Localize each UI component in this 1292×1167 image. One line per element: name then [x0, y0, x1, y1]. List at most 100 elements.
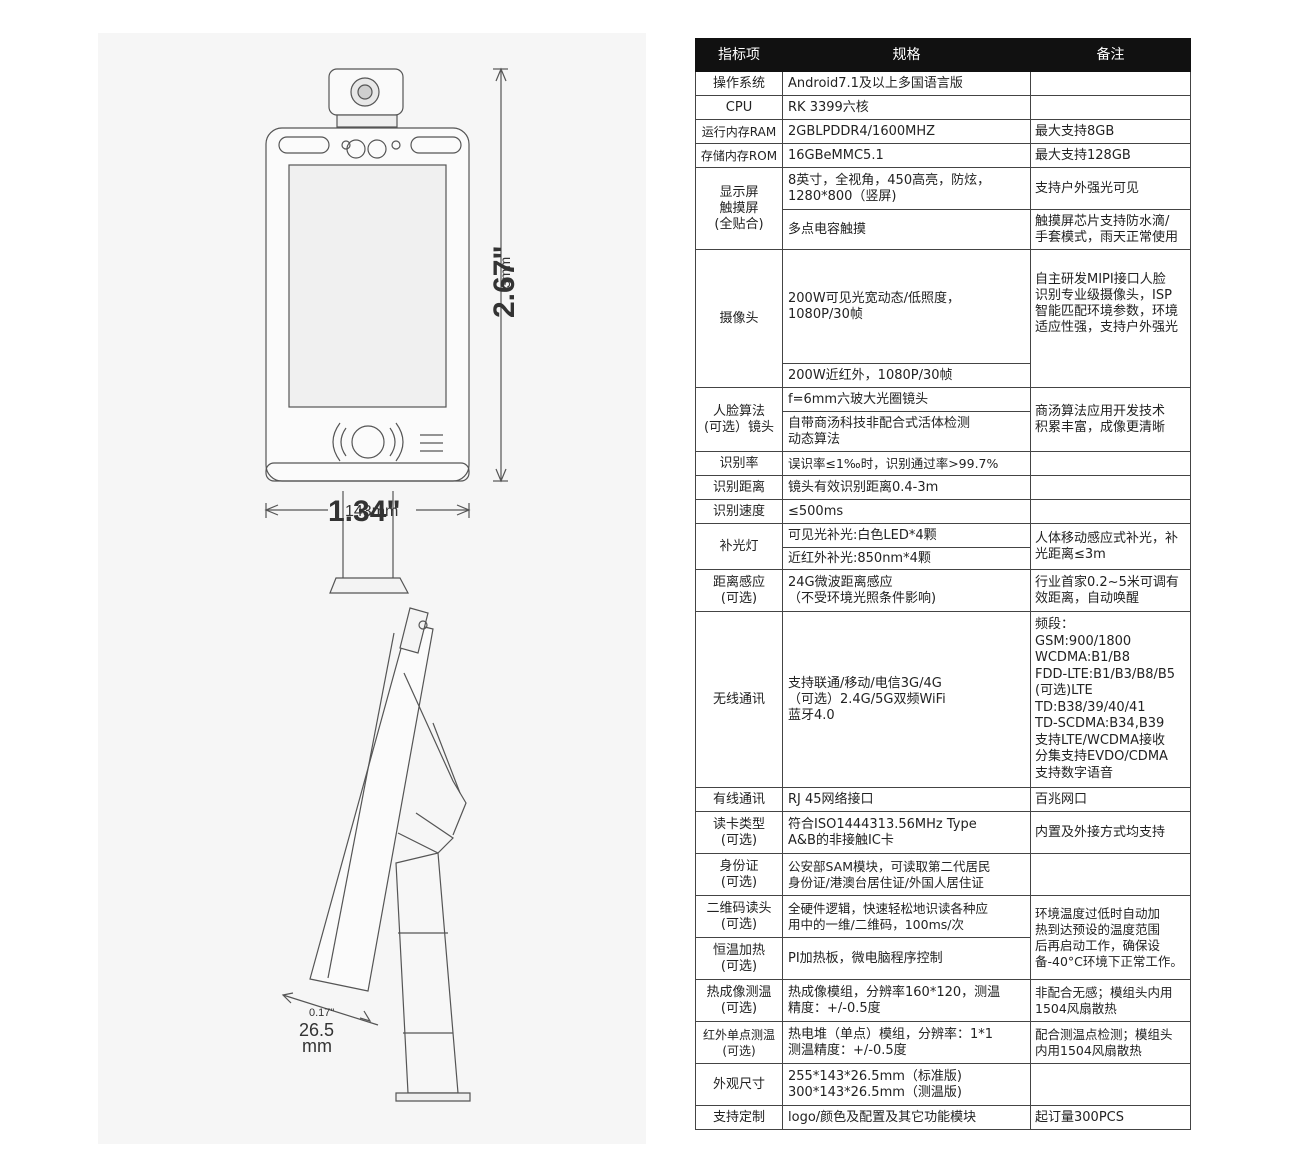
row-spec: 16GBeMMC5.1 [782, 143, 1031, 168]
row-key: 识别速度 [695, 499, 783, 524]
row-spec: 自带商汤科技非配合式活体检测 动态算法 [782, 411, 1031, 452]
table-row: 身份证 (可选) 公安部SAM模块，可读取第二代居民 身份证/港澳台居住证/外国… [695, 853, 1191, 896]
nfc-icon [351, 425, 385, 459]
row-spec: 255*143*26.5mm（标准版) 300*143*26.5mm（测温版) [782, 1063, 1031, 1106]
row-spec: 8英寸，全视角，450高亮，防炫， 1280*800（竖屏) [782, 167, 1031, 210]
height-inch-label: 2.67" [488, 245, 521, 318]
row-spec: 支持联通/移动/电信3G/4G （可选）2.4G/5G双频WiFi 蓝牙4.0 [782, 611, 1031, 788]
width-inch-label: 1.34" [328, 495, 401, 528]
row-key: 识别率 [695, 451, 783, 476]
row-note: 人体移动感应式补光，补 光距离≤3m [1030, 523, 1191, 570]
row-spec: 可见光补光:白色LED*4颗 [782, 523, 1031, 548]
row-key: 恒温加热 (可选) [695, 937, 783, 980]
row-key: 显示屏 触摸屏 (全贴合) [695, 167, 783, 250]
row-key: 身份证 (可选) [695, 853, 783, 896]
spec-table: 指标项 规格 备注 操作系统 Android7.1及以上多国语言版 CPU RK… [695, 38, 1191, 1130]
row-note: 自主研发MIPI接口人脸 识别专业级摄像头，ISP 智能匹配环境参数，环境 适应… [1030, 249, 1191, 388]
row-key: 距离感应 (可选) [695, 569, 783, 612]
row-key: 无线通讯 [695, 611, 783, 788]
header-key: 指标项 [695, 38, 783, 72]
row-note [1030, 71, 1191, 96]
table-row: 热成像测温 (可选) 热成像模组，分辨率160*120，测温 精度：+/-0.5… [695, 979, 1191, 1022]
row-spec: 公安部SAM模块，可读取第二代居民 身份证/港澳台居住证/外国人居住证 [782, 853, 1031, 896]
table-row: 识别速度 ≤500ms [695, 499, 1191, 524]
table-row: 恒温加热 (可选) PI加热板，微电脑程序控制 [695, 937, 1191, 980]
row-spec: 热电堆（单点）模组，分辨率：1*1 测温精度：+/-0.5度 [782, 1021, 1031, 1064]
device-screen [288, 164, 447, 408]
row-key: 热成像测温 (可选) [695, 979, 783, 1022]
row-note: 频段： GSM:900/1800 WCDMA:B1/B8 FDD-LTE:B1/… [1030, 611, 1191, 788]
row-spec: 镜头有效识别距离0.4-3m [782, 475, 1031, 500]
row-spec: Android7.1及以上多国语言版 [782, 71, 1031, 96]
height-mm-label: 3mm [497, 257, 513, 288]
table-row: 人脸算法 (可选）镜头 f=6mm六玻大光圈镜头 商汤算法应用开发技术 积累丰富… [695, 387, 1191, 452]
row-spec: 近红外补光:850nm*4颗 [782, 547, 1031, 570]
row-note [1030, 1063, 1191, 1106]
row-key: 识别距离 [695, 475, 783, 500]
row-note: 最大支持8GB [1030, 119, 1191, 144]
row-spec: logo/颜色及配置及其它功能模块 [782, 1105, 1031, 1130]
technical-drawing: 3mm 2.67" 143mm 1.34" 0.17" 26.5 mm [98, 33, 646, 1144]
row-spec: 200W可见光宽动态/低照度， 1080P/30帧 [782, 249, 1031, 364]
row-note: 内置及外接方式均支持 [1030, 811, 1191, 854]
row-note [1030, 475, 1191, 500]
row-note: 配合测温点检测；模组头 内用1504风扇散热 [1030, 1021, 1191, 1064]
width-mm-label: 143mm [345, 503, 398, 520]
table-row: 有线通讯 RJ 45网络接口 百兆网口 [695, 787, 1191, 812]
row-key: 补光灯 [695, 523, 783, 570]
row-key: 二维码读头 (可选) [695, 895, 783, 938]
table-header-row: 指标项 规格 备注 [695, 38, 1191, 72]
row-note: 环境温度过低时自动加 热到达预设的温度范围 后再启动工作，确保设 备-40°C环… [1030, 895, 1191, 980]
header-note: 备注 [1030, 38, 1191, 72]
table-row: 补光灯 可见光补光:白色LED*4颗 人体移动感应式补光，补 光距离≤3m [695, 523, 1191, 570]
row-key: 外观尺寸 [695, 1063, 783, 1106]
row-spec: 2GBLPDDR4/1600MHZ [782, 119, 1031, 144]
row-spec: 误识率≤1‰时，识别通过率>99.7% [782, 451, 1031, 476]
row-key: 运行内存RAM [695, 119, 783, 144]
row-note: 行业首家0.2~5米可调有 效距离，自动唤醒 [1030, 569, 1191, 612]
row-spec: 多点电容触摸 [782, 209, 1031, 250]
row-spec: 200W近红外，1080P/30帧 [782, 363, 1031, 388]
row-note [1030, 499, 1191, 524]
row-note [1030, 853, 1191, 896]
table-row: 红外单点测温 (可选) 热电堆（单点）模组，分辨率：1*1 测温精度：+/-0.… [695, 1021, 1191, 1064]
table-row: 显示屏 触摸屏 (全贴合) 8英寸，全视角，450高亮，防炫， 1280*800… [695, 167, 1191, 250]
row-key: 支持定制 [695, 1105, 783, 1130]
row-note: 商汤算法应用开发技术 积累丰富，成像更清晰 [1030, 387, 1191, 452]
row-key: 操作系统 [695, 71, 783, 96]
row-note: 支持户外强光可见 [1030, 167, 1191, 210]
row-note: 起订量300PCS [1030, 1105, 1191, 1130]
table-row: 自带商汤科技非配合式活体检测 动态算法 [696, 411, 1191, 452]
row-key: 有线通讯 [695, 787, 783, 812]
header-spec: 规格 [782, 38, 1031, 72]
row-spec: RJ 45网络接口 [782, 787, 1031, 812]
table-row: 无线通讯 支持联通/移动/电信3G/4G （可选）2.4G/5G双频WiFi 蓝… [695, 611, 1191, 788]
row-spec: RK 3399六核 [782, 95, 1031, 120]
row-spec: 符合ISO1444313.56MHz Type A&B的非接触IC卡 [782, 811, 1031, 854]
table-row: 识别率 误识率≤1‰时，识别通过率>99.7% [695, 451, 1191, 476]
row-spec: 24G微波距离感应 （不受环境光照条件影响) [782, 569, 1031, 612]
row-spec: PI加热板，微电脑程序控制 [782, 937, 1031, 980]
table-row: 存储内存ROM 16GBeMMC5.1 最大支持128GB [695, 143, 1191, 168]
row-note [1030, 95, 1191, 120]
table-row: 距离感应 (可选) 24G微波距离感应 （不受环境光照条件影响) 行业首家0.2… [695, 569, 1191, 612]
table-row: 支持定制 logo/颜色及配置及其它功能模块 起订量300PCS [695, 1105, 1191, 1130]
row-key: 红外单点测温 (可选) [695, 1021, 783, 1064]
row-spec: 热成像模组，分辨率160*120，测温 精度：+/-0.5度 [782, 979, 1031, 1022]
row-note: 百兆网口 [1030, 787, 1191, 812]
thickness-mm-value: 26.5 [299, 1020, 334, 1040]
table-row: 二维码读头 (可选) 全硬件逻辑，快速轻松地识读各种应 用中的一维/二维码，10… [695, 895, 1191, 980]
table-row: 操作系统 Android7.1及以上多国语言版 [695, 71, 1191, 96]
row-key: 读卡类型 (可选) [695, 811, 783, 854]
table-row: 运行内存RAM 2GBLPDDR4/1600MHZ 最大支持8GB [695, 119, 1191, 144]
row-spec: 全硬件逻辑，快速轻松地识读各种应 用中的一维/二维码，100ms/次 [782, 895, 1031, 938]
row-key: 存储内存ROM [695, 143, 783, 168]
row-key: 人脸算法 (可选）镜头 [695, 387, 783, 452]
table-row: CPU RK 3399六核 [695, 95, 1191, 120]
row-note: 最大支持128GB [1030, 143, 1191, 168]
device-drawing-svg: 3mm 2.67" 143mm 1.34" 0.17" 26.5 mm [264, 67, 521, 1102]
row-spec: ≤500ms [782, 499, 1031, 524]
thickness-mm-unit: mm [302, 1036, 332, 1056]
row-spec: f=6mm六玻大光圈镜头 [782, 387, 1031, 412]
table-row: 读卡类型 (可选) 符合ISO1444313.56MHz Type A&B的非接… [695, 811, 1191, 854]
